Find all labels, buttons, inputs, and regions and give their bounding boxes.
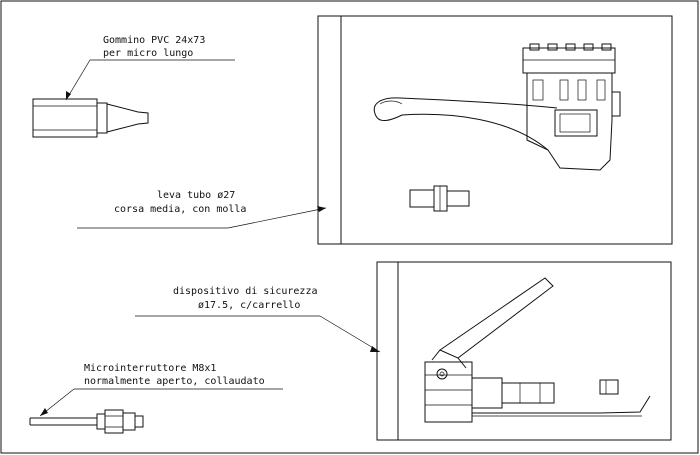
micro-label-line2: normalmente aperto, collaudato	[84, 376, 265, 387]
leva-frame	[317, 15, 673, 245]
gommino-callout: Gommino PVC 24x73 per micro lungo	[65, 35, 235, 101]
gommino-leader-arrow	[66, 91, 71, 100]
dispositivo-label-line2: ø17.5, c/carrello	[198, 300, 300, 311]
dispositivo-part-drawing	[424, 277, 651, 423]
leva-callout: leva tubo ø27 corsa media, con molla	[77, 190, 327, 229]
gommino-part-drawing	[32, 98, 149, 138]
gommino-label-line1: Gommino PVC 24x73	[103, 35, 205, 46]
micro-leader-arrow	[40, 408, 48, 416]
leva-leader	[227, 207, 327, 229]
gommino-leader	[65, 59, 91, 101]
dispositivo-leader	[319, 315, 381, 353]
dispositivo-leader-arrow	[370, 346, 380, 352]
leva-label-line2: corsa media, con molla	[114, 204, 246, 215]
leva-leader-arrow	[317, 206, 326, 212]
gommino-label-line2: per micro lungo	[103, 48, 193, 59]
micro-part-drawing	[29, 409, 144, 434]
dispositivo-callout: dispositivo di sicurezza ø17.5, c/carrel…	[135, 286, 381, 353]
micro-callout: Microinterruttore M8x1 normalmente apert…	[39, 363, 283, 417]
micro-label-line1: Microinterruttore M8x1	[84, 363, 216, 374]
leva-part-drawing	[373, 43, 621, 212]
leva-label-line1: leva tubo ø27	[157, 190, 235, 201]
dispositivo-label-line1: dispositivo di sicurezza	[173, 286, 318, 297]
